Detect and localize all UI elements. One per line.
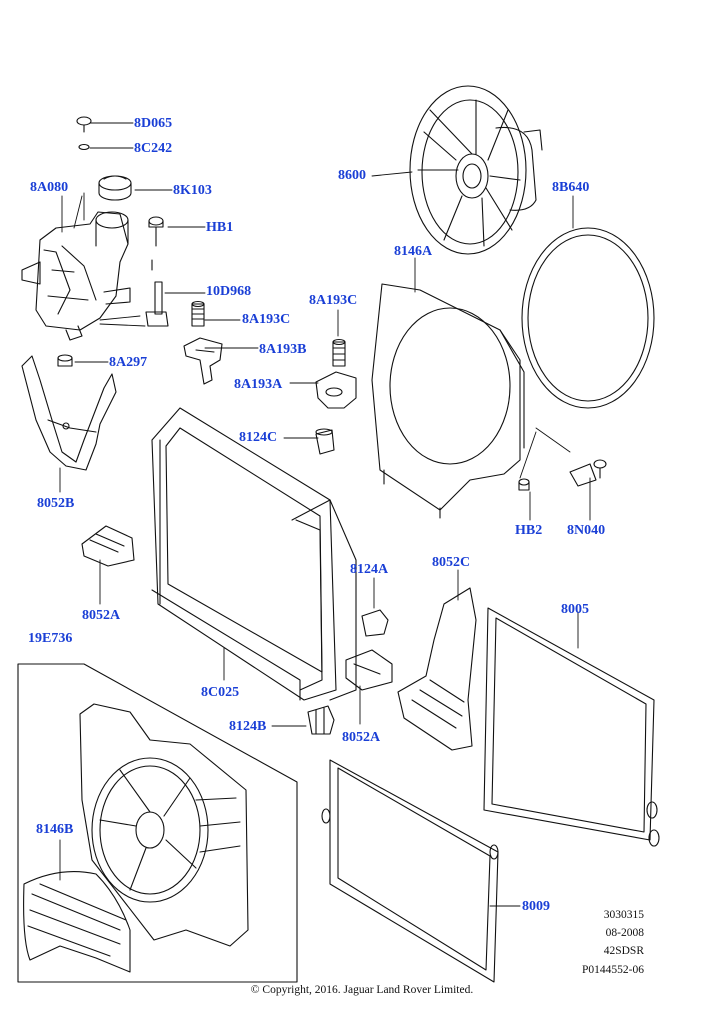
grommet-8a193c-left [191,300,205,327]
callout-8052a-left[interactable]: 8052A [82,608,121,623]
drawing-code: 3030315 [603,909,644,921]
callout-8a193c-left[interactable]: 8A193C [242,312,291,327]
callout-8a297[interactable]: 8A297 [109,355,148,370]
bracket-8052b [21,355,117,471]
callout-8146b[interactable]: 8146B [36,822,74,837]
callout-8124b[interactable]: 8124B [229,719,267,734]
isolator-8124a [361,609,389,637]
mount-8a193a [315,371,357,409]
radiator-8009 [321,759,499,983]
callout-8d065[interactable]: 8D065 [134,116,173,131]
bolt-hb1 [148,216,164,271]
callout-8600[interactable]: 8600 [338,168,366,183]
cap-8k103 [98,175,132,201]
callout-8a193a[interactable]: 8A193A [234,377,283,392]
callout-8052c[interactable]: 8052C [432,555,471,570]
fan-8600 [409,85,543,255]
isolator-8124b [307,705,335,735]
drawing-model: 42SDSR [603,945,644,957]
callout-8k103[interactable]: 8K103 [173,183,212,198]
callout-8b640[interactable]: 8B640 [552,180,590,195]
screw-8d065 [76,116,92,151]
bolt-hb2 [518,478,530,491]
seal-ring-8b640 [521,227,655,409]
clip-8n040 [569,459,607,487]
leader-lines [59,122,591,907]
bracket-8052a-left [81,525,135,567]
copyright-notice: © Copyright, 2016. Jaguar Land Rover Lim… [250,984,474,996]
drawing-ref: P0144552-06 [582,964,644,976]
callout-8052a-center[interactable]: 8052A [342,730,381,745]
drawing-date: 08-2008 [605,927,644,939]
fan-shroud-inset [79,703,249,947]
callout-10d968[interactable]: 10D968 [206,284,252,299]
nut-8a297 [57,354,73,367]
sensor-10d968 [145,281,169,327]
inset-frame [17,663,298,983]
bracket-8052a-center [345,649,393,691]
callout-19e736[interactable]: 19E736 [28,631,73,646]
frame-8c025 [151,407,357,701]
fan-cowl-8146a [371,283,525,519]
callout-8a193c-right[interactable]: 8A193C [309,293,358,308]
callout-8146a[interactable]: 8146A [394,244,433,259]
bracket-8052c [397,587,477,751]
callout-8124c[interactable]: 8124C [239,430,278,445]
isolator-8124c [315,428,335,455]
callout-8a193b[interactable]: 8A193B [259,342,307,357]
cover-8146b [23,871,131,973]
callout-hb1[interactable]: HB1 [206,220,234,235]
callout-hb2[interactable]: HB2 [515,523,543,538]
callout-8005[interactable]: 8005 [561,602,589,617]
callout-8124a[interactable]: 8124A [350,562,389,577]
callout-8c242[interactable]: 8C242 [134,141,173,156]
callout-8009[interactable]: 8009 [522,899,550,914]
grommet-8a193c-right [332,338,346,367]
callout-8a080[interactable]: 8A080 [30,180,69,195]
callout-8c025[interactable]: 8C025 [201,685,240,700]
callout-8052b[interactable]: 8052B [37,496,75,511]
callout-8n040[interactable]: 8N040 [567,523,606,538]
expansion-tank-8a080 [21,211,131,341]
condenser-8005 [483,607,660,847]
bracket-8a193b [183,337,223,385]
